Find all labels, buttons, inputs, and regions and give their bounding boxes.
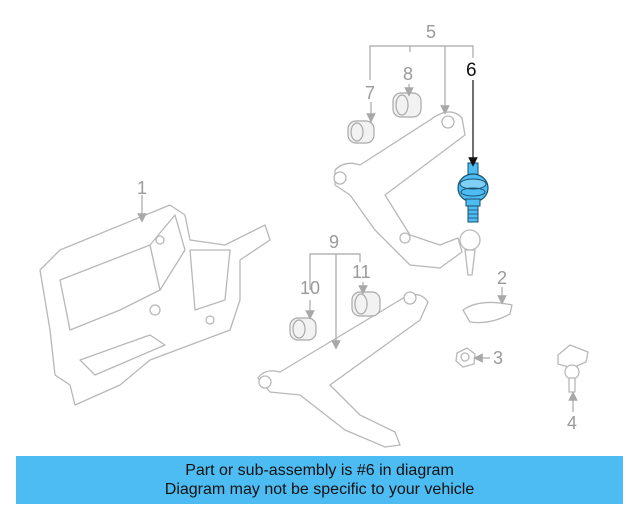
nut-part-3 (455, 347, 490, 368)
leader-lines-5 (366, 45, 474, 123)
banner-line-2: Diagram may not be specific to your vehi… (164, 481, 475, 498)
ball-joint-part-6 (457, 162, 489, 223)
banner-line-1: Part or sub-assembly is #6 in diagram (185, 462, 454, 479)
callout-5: 5 (426, 22, 436, 42)
leader-lines-9 (305, 253, 368, 350)
info-banner: Part or sub-assembly is #6 in diagram Di… (16, 456, 623, 504)
upper-control-arm (333, 111, 466, 269)
callout-11: 11 (352, 262, 371, 282)
callout-2: 2 (497, 268, 507, 288)
callout-3: 3 (493, 348, 503, 368)
bushing-part-8 (392, 92, 422, 118)
bushing-part-7 (347, 120, 375, 144)
parts-diagram: 1 2 3 4 5 6 7 8 9 10 11 (39, 22, 589, 448)
crossmember-part-1 (39, 195, 271, 406)
callout-8: 8 (403, 64, 413, 84)
bushing-part-10 (289, 317, 317, 341)
callout-7: 7 (365, 83, 375, 103)
callout-4: 4 (567, 413, 577, 433)
lower-ball-joint (459, 229, 481, 276)
cam-plate-part-2 (462, 287, 513, 324)
callout-1: 1 (137, 178, 147, 198)
callout-9: 9 (329, 232, 339, 252)
callout-6: 6 (466, 60, 477, 81)
lower-control-arm (257, 291, 429, 448)
stud-part-4 (557, 344, 589, 412)
bushing-part-11 (351, 291, 381, 317)
callout-10: 10 (300, 278, 320, 298)
